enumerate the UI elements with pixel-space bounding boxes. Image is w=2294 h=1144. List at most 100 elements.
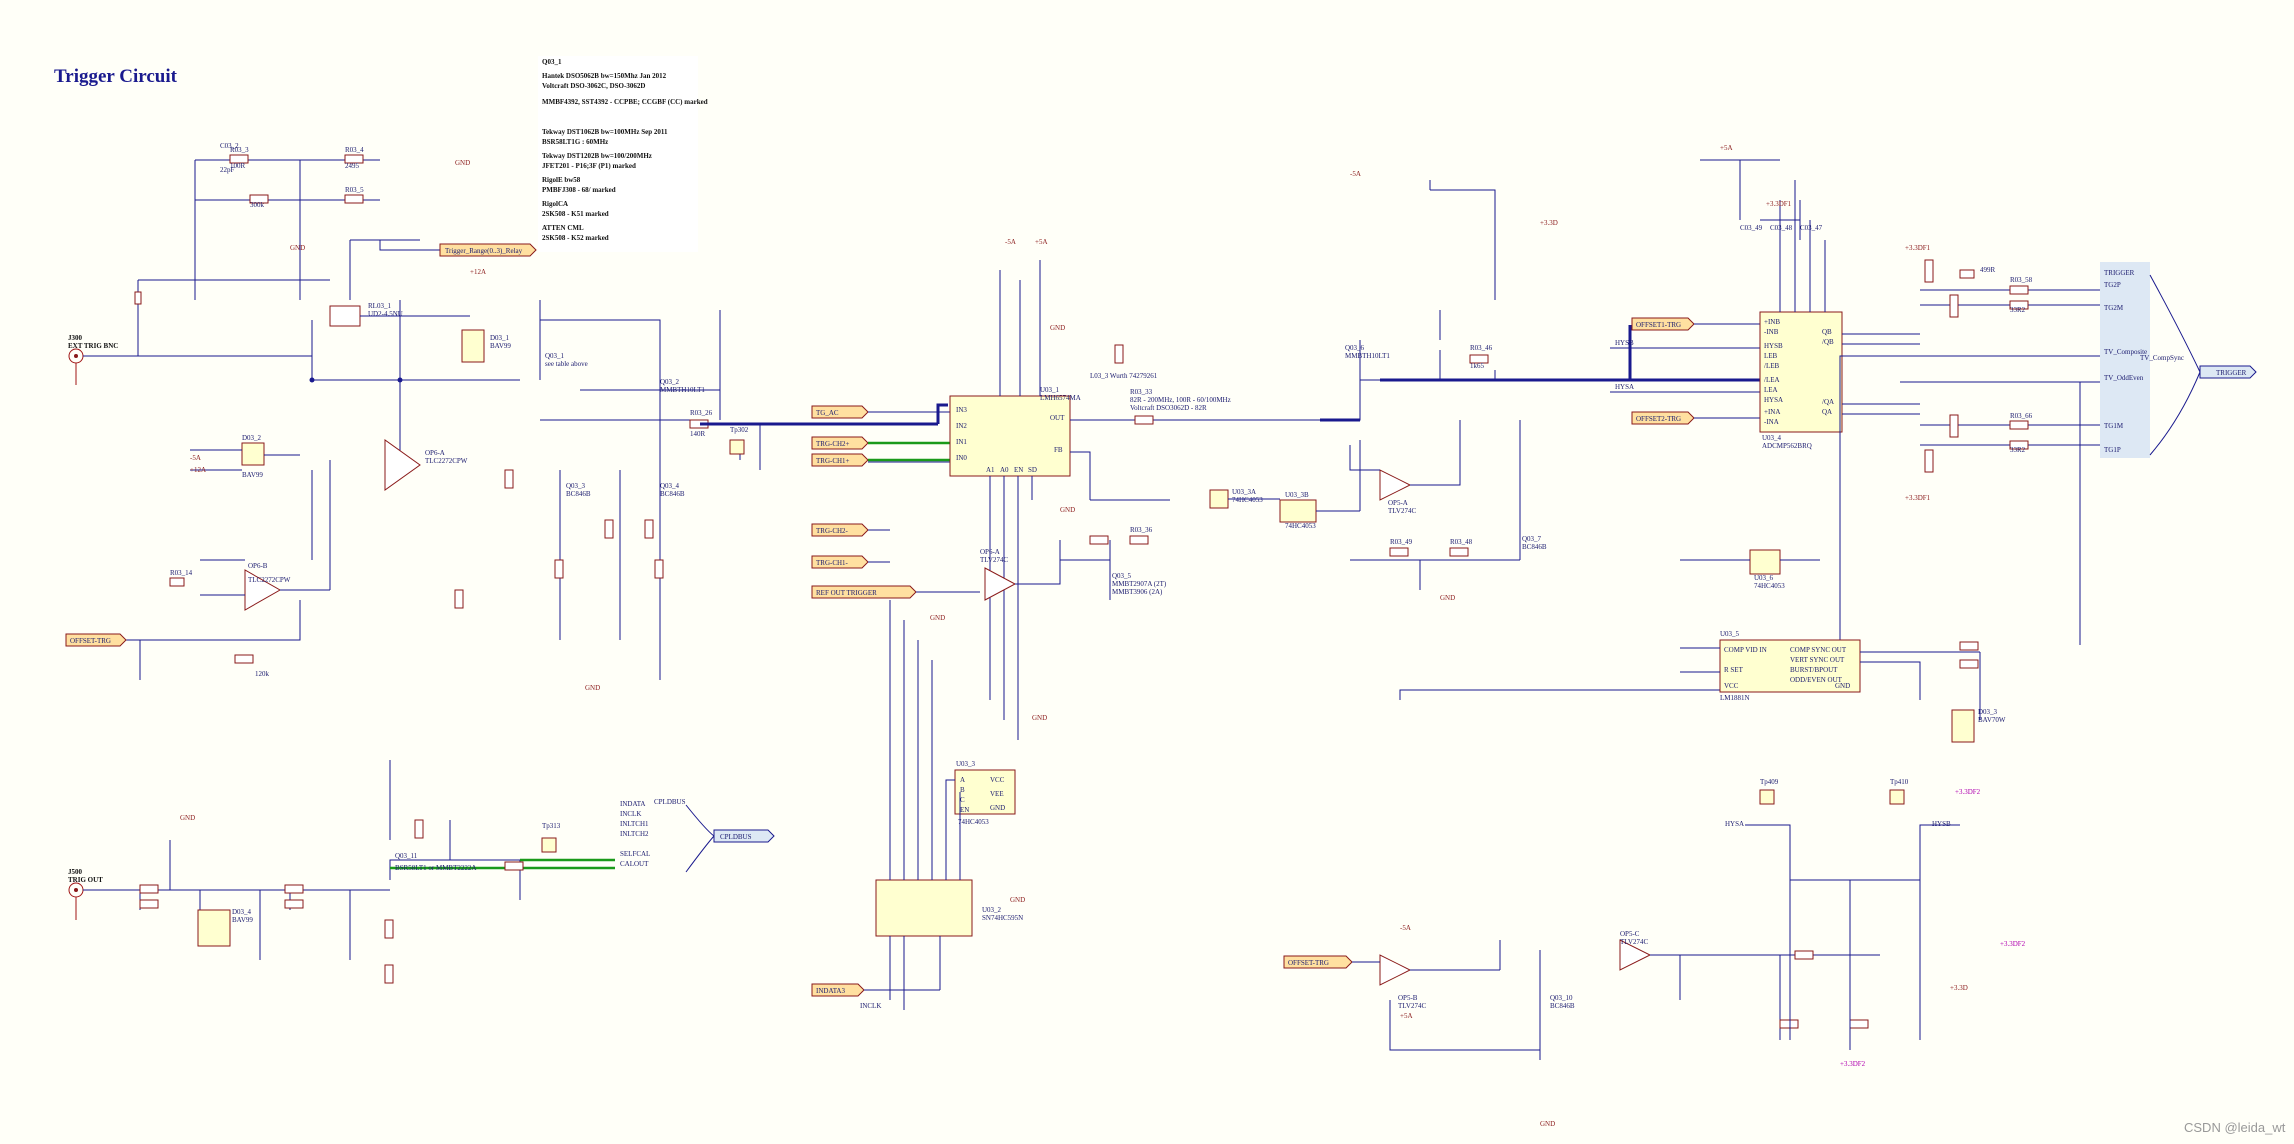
svg-text:MMBTH10LT1: MMBTH10LT1 xyxy=(660,386,705,394)
net-label-trg-ch2n: TRG-CH2- xyxy=(811,523,869,537)
svg-text:100R: 100R xyxy=(230,162,246,170)
svg-text:QA: QA xyxy=(1822,408,1832,416)
svg-text:U03_6: U03_6 xyxy=(1754,574,1774,582)
test-point[interactable] xyxy=(1889,789,1905,805)
svg-text:Q03_2: Q03_2 xyxy=(660,378,680,386)
svg-text:GND: GND xyxy=(1032,714,1047,722)
opamp-b: OP6-B TLC2272CPW xyxy=(244,562,291,611)
test-point[interactable] xyxy=(729,439,745,455)
svg-text:QB: QB xyxy=(1822,328,1832,336)
svg-text:+3.3DF1: +3.3DF1 xyxy=(1905,244,1931,252)
svg-text:+3.3DF1: +3.3DF1 xyxy=(1905,494,1931,502)
diode-array xyxy=(241,442,265,466)
opamp-d xyxy=(1379,469,1412,501)
svg-text:TLV274C: TLV274C xyxy=(1620,938,1648,946)
svg-text:TG1P: TG1P xyxy=(2104,446,2121,454)
note-line: 2SK508 - K52 marked xyxy=(542,234,609,242)
svg-text:R03_3: R03_3 xyxy=(230,146,249,154)
note-line: BSR58LT1G : 60MHz xyxy=(542,138,608,146)
svg-text:+3.3DF2: +3.3DF2 xyxy=(1955,788,1981,796)
note-line: ATTEN CML xyxy=(542,224,584,232)
opamp-e xyxy=(1379,954,1412,986)
svg-text:BURST/BPOUT: BURST/BPOUT xyxy=(1790,666,1838,674)
diode-array xyxy=(1951,709,1975,743)
svg-text:+3.3D: +3.3D xyxy=(1540,219,1558,227)
svg-text:R03_66: R03_66 xyxy=(2010,412,2033,420)
mux-u03-3a xyxy=(1209,489,1229,509)
net-label-trg-ch1p: TRG-CH1+ xyxy=(811,453,869,467)
capacitor xyxy=(134,291,142,305)
diode-array xyxy=(461,329,485,363)
svg-text:Q03_11: Q03_11 xyxy=(395,852,418,860)
svg-text:BC846B: BC846B xyxy=(1522,543,1547,551)
test-point[interactable] xyxy=(541,837,557,853)
svg-text:C: C xyxy=(960,796,965,804)
mux-u03-1: U03_1 LMH6574MA IN3 IN2 IN1 IN0 OUT FB A… xyxy=(949,386,1081,477)
cpld-bus: INDATA INCLK INLTCH1 INLTCH2 SELFCAL CAL… xyxy=(620,798,775,873)
svg-text:BAV99: BAV99 xyxy=(232,916,253,924)
note-line: RigolE bw58 xyxy=(542,176,581,184)
resistor xyxy=(344,154,364,164)
svg-text:GND: GND xyxy=(1440,594,1455,602)
svg-text:CPLDBUS: CPLDBUS xyxy=(720,833,752,841)
svg-text:TRG-CH1-: TRG-CH1- xyxy=(816,559,849,567)
svg-text:C03_47: C03_47 xyxy=(1800,224,1823,232)
svg-text:IN2: IN2 xyxy=(956,422,967,430)
svg-text:L03_3 Wurth 74279261: L03_3 Wurth 74279261 xyxy=(1090,372,1158,380)
svg-text:U03_2: U03_2 xyxy=(982,906,1002,914)
svg-text:R03_14: R03_14 xyxy=(170,569,193,577)
svg-text:R03_36: R03_36 xyxy=(1130,526,1153,534)
svg-text:+INB: +INB xyxy=(1764,318,1780,326)
note-line: RigolCA xyxy=(542,200,568,208)
resistor xyxy=(344,194,364,204)
svg-text:HYSA: HYSA xyxy=(1615,383,1634,391)
svg-text:TRG-CH2+: TRG-CH2+ xyxy=(816,440,850,448)
svg-text:74HC4053: 74HC4053 xyxy=(1754,582,1785,590)
sync-separator-u03-5: COMP VID IN COMP SYNC OUT VERT SYNC OUT … xyxy=(1719,630,1861,702)
svg-text:+5A: +5A xyxy=(1400,1012,1413,1020)
svg-text:CALOUT: CALOUT xyxy=(620,860,649,868)
svg-text:TRIG OUT: TRIG OUT xyxy=(68,876,103,884)
note-line: Q03_1 xyxy=(542,58,562,66)
net-label-trigger-range: Trigger_Range(0..3)_Relay xyxy=(439,243,537,257)
net-label-offset1: OFFSET1-TRG xyxy=(1631,317,1695,331)
svg-text:74HC4053: 74HC4053 xyxy=(1285,522,1316,530)
svg-text:/LEB: /LEB xyxy=(1764,362,1779,370)
test-point[interactable] xyxy=(1759,789,1775,805)
svg-text:TLC2272CPW: TLC2272CPW xyxy=(248,576,291,584)
net-label-offset2: OFFSET2-TRG xyxy=(1631,411,1695,425)
svg-text:/LEA: /LEA xyxy=(1764,376,1780,384)
mux-u03-3: U03_3 A B C EN VCC VEE GND 74HC4053 xyxy=(954,760,1016,826)
ext-trig-connector[interactable]: J300 EXT TRIG BNC xyxy=(68,334,118,385)
svg-text:TLV274C: TLV274C xyxy=(980,556,1008,564)
svg-text:Q03_4: Q03_4 xyxy=(660,482,680,490)
svg-text:Tp302: Tp302 xyxy=(730,426,749,434)
svg-text:-5A: -5A xyxy=(1350,170,1361,178)
svg-text:OFFSET2-TRG: OFFSET2-TRG xyxy=(1636,415,1681,423)
svg-text:CPLDBUS: CPLDBUS xyxy=(654,798,686,806)
svg-text:+5A: +5A xyxy=(1720,144,1733,152)
svg-text:SN74HC595N: SN74HC595N xyxy=(982,914,1023,922)
svg-text:Tp313: Tp313 xyxy=(542,822,561,830)
svg-text:1k65: 1k65 xyxy=(1470,362,1485,370)
mux-u03-3b xyxy=(1279,499,1317,523)
svg-text:OFFSET-TRG: OFFSET-TRG xyxy=(70,637,111,645)
svg-text:+12A: +12A xyxy=(190,466,206,474)
svg-text:GND: GND xyxy=(1835,682,1850,690)
svg-text:U03_4: U03_4 xyxy=(1762,434,1782,442)
net-label-indata: INDATA3 xyxy=(811,983,865,997)
svg-text:OFFSET1-TRG: OFFSET1-TRG xyxy=(1636,321,1681,329)
svg-text:R SET: R SET xyxy=(1724,666,1744,674)
svg-text:R03_49: R03_49 xyxy=(1390,538,1413,546)
net-label-offset-bottom: OFFSET-TRG xyxy=(1283,955,1353,969)
trigger-output-labels: TRIGGER TG2P TG2M TG1M TG1P TV_Composite… xyxy=(2100,262,2184,458)
svg-text:GND: GND xyxy=(990,804,1005,812)
svg-text:Voltcraft DSO3062D - 82R: Voltcraft DSO3062D - 82R xyxy=(1130,404,1207,412)
svg-text:TG2P: TG2P xyxy=(2104,281,2121,289)
svg-text:INCLK: INCLK xyxy=(860,1002,881,1010)
power-symbols: GND GND +12A -5A +12A -5A +5A -5A +3.3D … xyxy=(180,144,2026,1128)
net-label-trigger-out: TRIGGER xyxy=(2199,365,2257,379)
svg-text:OFFSET-TRG: OFFSET-TRG xyxy=(1288,959,1329,967)
svg-text:TLC2272CPW: TLC2272CPW xyxy=(425,457,468,465)
trig-out-connector[interactable]: J500 TRIG OUT xyxy=(68,868,103,920)
